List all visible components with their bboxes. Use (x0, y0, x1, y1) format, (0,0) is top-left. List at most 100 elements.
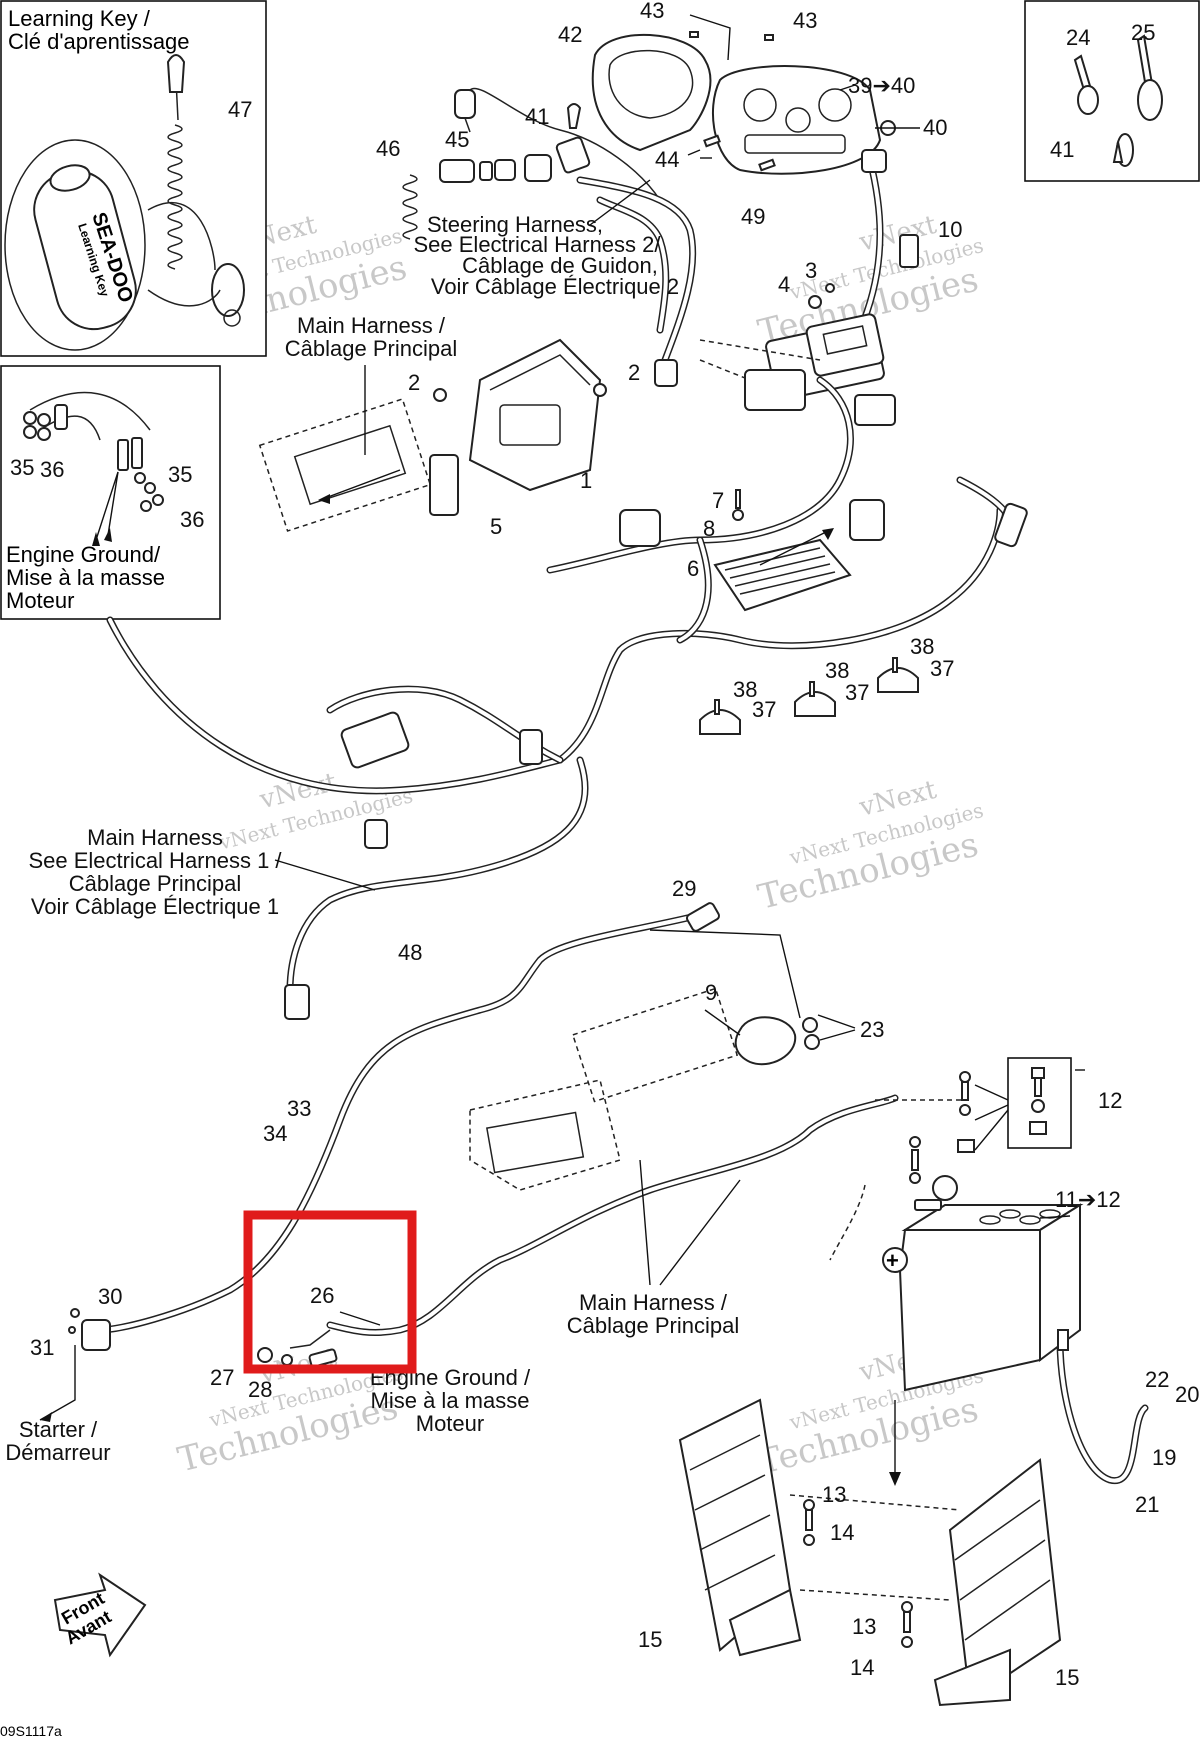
starter-label-1: Starter / (19, 1417, 98, 1442)
callout-48[interactable]: 48 (398, 940, 422, 965)
engine-ground-line3: Moteur (6, 588, 74, 613)
callout-11-12[interactable]: 11➔12 (1055, 1187, 1121, 1212)
main-harness-top-label-1: Main Harness / (297, 313, 446, 338)
callout-46[interactable]: 46 (376, 136, 400, 161)
callout-29[interactable]: 29 (672, 876, 696, 901)
callout-34[interactable]: 34 (263, 1121, 287, 1146)
callout-4[interactable]: 4 (778, 272, 790, 297)
fuse-box (699, 313, 896, 426)
callout-12[interactable]: 12 (1098, 1088, 1122, 1113)
callout-43a[interactable]: 43 (640, 0, 664, 23)
engine-ground-inset: Engine Ground/ Mise à la masse Moteur (0, 365, 221, 620)
callout-47[interactable]: 47 (228, 97, 252, 122)
callout-37a[interactable]: 37 (752, 697, 776, 722)
callout-5[interactable]: 5 (490, 514, 502, 539)
callout-24[interactable]: 24 (1066, 25, 1090, 50)
callout-15a[interactable]: 15 (638, 1627, 662, 1652)
steering-harness-lead (596, 196, 670, 334)
callout-3[interactable]: 3 (805, 258, 817, 283)
callout-14a[interactable]: 14 (830, 1520, 854, 1545)
callout-9[interactable]: 9 (705, 980, 717, 1005)
harness-labels: Steering Harness, See Electrical Harness… (5, 179, 741, 1465)
callout-38c[interactable]: 38 (910, 634, 934, 659)
callout-8[interactable]: 8 (703, 516, 715, 541)
holddown-hardware (875, 1057, 1072, 1184)
harness-clamps (699, 657, 919, 735)
callout-45[interactable]: 45 (445, 127, 469, 152)
steering-harness-label-2: See Electrical Harness 2/ (414, 232, 662, 257)
callout-41[interactable]: 41 (525, 104, 549, 129)
callout-13b[interactable]: 13 (852, 1614, 876, 1639)
callout-leaders (339, 929, 1085, 1326)
battery-positive-sign: + (886, 1248, 899, 1273)
callout-31[interactable]: 31 (30, 1335, 54, 1360)
callout-39-40[interactable]: 39➔40 (848, 73, 915, 98)
starter-label-2: Démarreur (5, 1440, 110, 1465)
main-harness-left-label-2: See Electrical Harness 1 / (28, 848, 282, 873)
learning-key-title-fr: Clé d'aprentissage (8, 29, 190, 54)
battery-trays (678, 1398, 1062, 1707)
callout-2a[interactable]: 2 (408, 370, 420, 395)
ground-terminal-cluster-upper (23, 404, 68, 441)
main-harness-left-label-4: Voir Câblage Électrique 1 (31, 894, 279, 919)
engine-ground-label-2: Mise à la masse (371, 1388, 530, 1413)
ground-terminal-cluster-lower (117, 437, 164, 512)
callout-36b[interactable]: 36 (180, 507, 204, 532)
starter-solenoid (469, 987, 820, 1191)
main-harness-top-label-2: Câblage Principal (285, 336, 457, 361)
callout-28[interactable]: 28 (248, 1377, 272, 1402)
module-bracket (258, 338, 607, 532)
callout-27[interactable]: 27 (210, 1365, 234, 1390)
callout-6[interactable]: 6 (687, 556, 699, 581)
callout-20[interactable]: 20 (1175, 1382, 1199, 1407)
callout-36a[interactable]: 36 (40, 457, 64, 482)
callout-49[interactable]: 49 (741, 204, 765, 229)
clamp-inset (1024, 0, 1200, 182)
callout-30[interactable]: 30 (98, 1284, 122, 1309)
engine-ground-label-3: Moteur (416, 1411, 484, 1436)
battery: + − (882, 1175, 1084, 1486)
front-arrow: Front Avant (53, 1572, 147, 1658)
callout-21[interactable]: 21 (1135, 1492, 1159, 1517)
callout-38b[interactable]: 38 (825, 658, 849, 683)
engine-ground-line1: Engine Ground/ (6, 542, 161, 567)
callout-2b[interactable]: 2 (628, 360, 640, 385)
callout-38a[interactable]: 38 (733, 677, 757, 702)
callout-22[interactable]: 22 (1145, 1367, 1169, 1392)
drawing-code: 09S1117a (0, 1723, 62, 1739)
callout-25[interactable]: 25 (1131, 20, 1155, 45)
main-harness-bottom-label-1: Main Harness / (579, 1290, 728, 1315)
callout-numbers: 47 43 43 42 39➔40 40 41 44 46 45 49 10 3… (10, 0, 1199, 1690)
main-harness-left-label-3: Câblage Principal (69, 871, 241, 896)
callout-13a[interactable]: 13 (822, 1482, 846, 1507)
callout-26[interactable]: 26 (310, 1283, 334, 1308)
callout-41b[interactable]: 41 (1050, 137, 1074, 162)
engine-ground-line2: Mise à la masse (6, 565, 165, 590)
callout-43b[interactable]: 43 (793, 8, 817, 33)
highlight-box (243, 1210, 417, 1374)
callout-42[interactable]: 42 (558, 22, 582, 47)
callout-40[interactable]: 40 (923, 115, 947, 140)
main-harness (106, 376, 1028, 1020)
callout-19[interactable]: 19 (1152, 1445, 1176, 1470)
battery-negative-sign: − (938, 1175, 951, 1200)
callout-37b[interactable]: 37 (845, 680, 869, 705)
callout-7[interactable]: 7 (712, 488, 724, 513)
steering-harness-label-1: Steering Harness, (427, 212, 603, 237)
callout-44[interactable]: 44 (655, 147, 679, 172)
callout-23[interactable]: 23 (860, 1017, 884, 1042)
callout-35b[interactable]: 35 (168, 462, 192, 487)
steering-harness-label-3: Câblage de Guidon, (462, 253, 658, 278)
callout-35a[interactable]: 35 (10, 455, 34, 480)
battery-cables (39, 902, 1149, 1484)
callout-37c[interactable]: 37 (930, 656, 954, 681)
callout-10[interactable]: 10 (938, 217, 962, 242)
gauge-cluster (591, 14, 920, 175)
learning-key-title: Learning Key / (8, 6, 151, 31)
callout-33[interactable]: 33 (287, 1096, 311, 1121)
main-harness-left-label-1: Main Harness (87, 825, 223, 850)
callout-1[interactable]: 1 (580, 468, 592, 493)
callout-15b[interactable]: 15 (1055, 1665, 1079, 1690)
callout-14b[interactable]: 14 (850, 1655, 874, 1680)
